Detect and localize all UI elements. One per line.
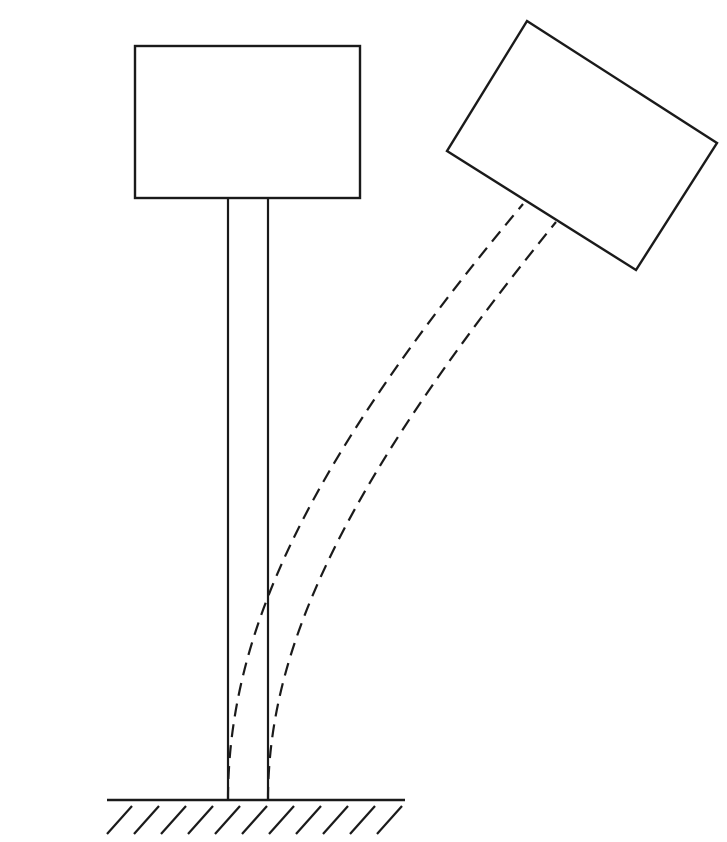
hatch-line — [133, 805, 160, 835]
hatch-line — [214, 805, 241, 835]
deflected-column-right-edge — [266, 221, 557, 801]
hatch-line — [106, 805, 133, 835]
hatch-line — [268, 805, 295, 835]
hatch-line — [322, 805, 349, 835]
hatch-line — [187, 805, 214, 835]
deflected-column-left-edge — [226, 203, 524, 801]
hatch-line — [376, 805, 403, 835]
hatch-line — [160, 805, 187, 835]
hatch-line — [349, 805, 376, 835]
ground-support — [106, 798, 405, 835]
hatch-line — [295, 805, 322, 835]
upright-mass-block — [133, 44, 362, 200]
deflected-mass-block — [445, 19, 719, 272]
ground-hatching — [106, 805, 403, 835]
hatch-line — [241, 805, 268, 835]
